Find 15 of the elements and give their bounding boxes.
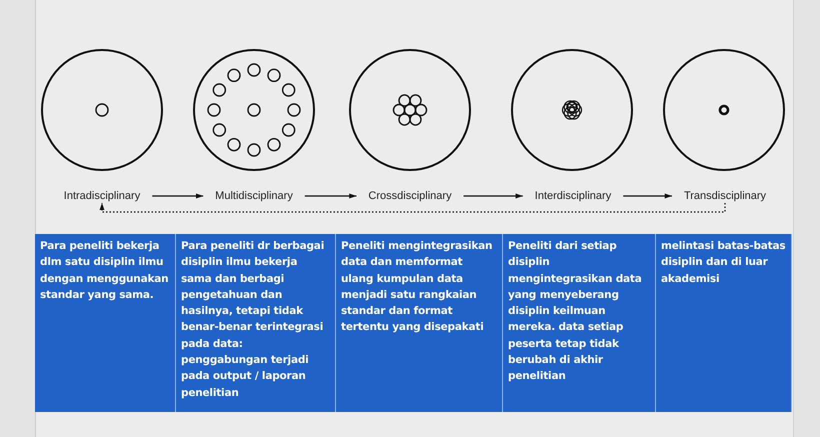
arrow <box>464 193 523 199</box>
arrow <box>304 193 356 199</box>
description-cell: Peneliti mengintegrasikan data dan memformat ulang kumpulan data menjadi satu rangkaian standar dan format tertentu yang disepakati <box>336 234 503 412</box>
stage-label: Intradisciplinary <box>64 190 140 202</box>
arrow <box>152 193 204 199</box>
description-cell: Para peneliti bekerja dlm satu disiplin ilmu dengan menggunakan standar yang sama. <box>35 234 176 412</box>
stage-label: Interdisciplinary <box>534 190 612 202</box>
description-cell: Peneliti dari setiap disiplin mengintegrasikan data yang menyeberang disiplin keilmuan mereka. data setiap peserta tetap tidak berubah di akhir penelitian <box>503 234 656 412</box>
dashed-return-arrow <box>99 203 726 213</box>
description-cell: Para peneliti dr berbagai disiplin ilmu bekerja sama dan berbagi pengetahuan dan hasilnya, tetapi tidak benar-benar terintegrasi pada data: penggabungan terjadi pada output / laporan penelitian <box>176 234 336 412</box>
stage-label: Transdisciplinary <box>684 190 766 202</box>
stage-label: Multidisciplinary <box>215 190 293 202</box>
stage-label: Crossdisciplinary <box>368 190 452 202</box>
description-cell: melintasi batas-batas disiplin dan di luar akademisi <box>656 234 792 412</box>
arrow <box>623 193 672 199</box>
